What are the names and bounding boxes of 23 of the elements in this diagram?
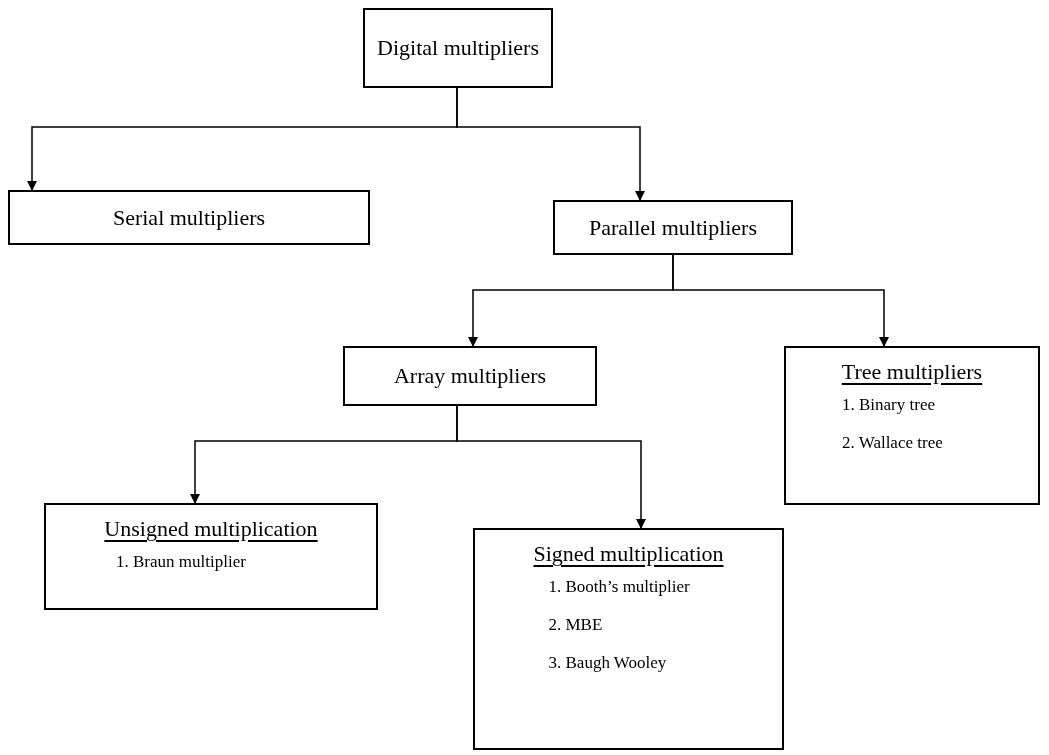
list-item: 1. Braun multiplier — [116, 550, 247, 573]
process-box — [343, 346, 597, 406]
box-heading: Signed multiplication — [533, 540, 724, 568]
box-label: Serial multipliers — [112, 203, 266, 232]
arrow — [672, 254, 889, 347]
process-box — [44, 503, 378, 610]
process-box — [553, 200, 793, 255]
list-item: 3. Baugh Wooley — [548, 651, 668, 674]
list-item: 1. Booth’s multiplier — [548, 575, 691, 598]
arrow — [456, 405, 646, 529]
process-box — [363, 8, 553, 88]
process-box — [784, 346, 1040, 505]
list-item: 1. Binary tree — [842, 393, 936, 416]
arrow — [456, 87, 645, 201]
box-heading: Unsigned multiplication — [104, 515, 318, 543]
box-label: Parallel multipliers — [589, 213, 757, 242]
box-label: Digital multipliers — [377, 34, 539, 62]
box-heading: Tree multipliers — [841, 358, 983, 386]
process-box — [473, 528, 784, 750]
box-label: Array multipliers — [393, 362, 547, 390]
process-box — [8, 190, 370, 245]
list-item: 2. MBE — [548, 613, 604, 636]
list-item: 2. Wallace tree — [842, 431, 944, 454]
